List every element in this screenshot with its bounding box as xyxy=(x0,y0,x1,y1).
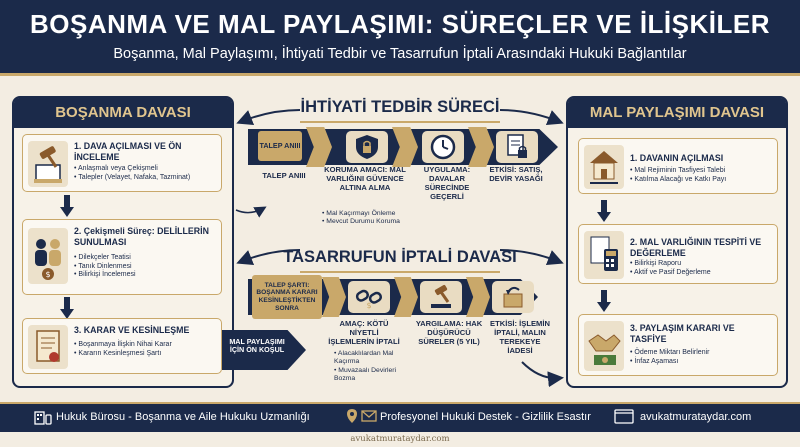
interim-request-cap: TALEP ANIII xyxy=(258,131,302,161)
annulment-purpose-list: Alacaklılardan Mal Kaçırma Muvazaalı Dev… xyxy=(334,350,410,384)
list-item: Bilirkişi Raporu xyxy=(630,260,773,269)
list-item: Mevcut Durumu Koruma xyxy=(322,218,422,226)
list-item: Katılma Alacağı ve Katkı Payı xyxy=(630,176,773,185)
list-item: Anlaşmalı veya Çekişmeli xyxy=(74,165,217,174)
divorce-step-1-list: Anlaşmalı veya Çekişmeli Talepler (Velay… xyxy=(74,165,217,182)
list-item: Tanık Dinlenmesi xyxy=(74,263,217,272)
document-lock-icon xyxy=(496,131,538,163)
watermark-text: avukatmurataydar.com xyxy=(350,434,450,444)
annulment-stage-purpose: AMAÇ: KÖTÜ NİYETLİ İŞLEMLERİN İPTALİ xyxy=(328,319,400,346)
annulment-request-cap: TALEP ŞARTI: BOŞANMA KARARI KESİNLEŞTİKT… xyxy=(252,275,322,319)
broken-chain-icon: $ xyxy=(348,281,390,313)
divorce-step-3-title: 3. KARAR VE KESİNLEŞME xyxy=(74,325,190,335)
page-subtitle: Boşanma, Mal Paylaşımı, İhtiyati Tedbir … xyxy=(113,46,687,62)
divider xyxy=(300,271,500,273)
property-step-1-title: 1. DAVANIN AÇILMASI xyxy=(630,153,724,163)
footer-office-text: Hukuk Bürosu - Boşanma ve Aile Hukuku Uz… xyxy=(56,411,310,423)
list-item: Aktif ve Pasif Değerleme xyxy=(630,269,773,278)
property-step-1-list: Mal Rejiminin Tasfiyesi Talebi Katılma A… xyxy=(630,167,773,184)
svg-text:$: $ xyxy=(366,301,371,310)
property-step-2-list: Bilirkişi Raporu Aktif ve Pasif Değerlem… xyxy=(630,260,773,277)
list-item: Boşanmaya İlişkin Nihai Karar xyxy=(74,341,217,350)
header-banner xyxy=(0,0,800,76)
down-arrow-icon xyxy=(60,195,74,217)
annulment-stage-effect: ETKİSİ: İŞLEMİN İPTALİ, MALIN TEREKEYE İ… xyxy=(490,319,550,355)
divorce-step-1-title: 1. DAVA AÇILMASI VE ÖN İNCELEME xyxy=(74,141,182,162)
annulment-case-title: TASARRUFUN İPTALİ DAVASI xyxy=(283,248,517,266)
property-step-3-list: Ödeme Miktarı Belirlenir İnfaz Aşaması xyxy=(630,349,773,366)
interim-stage-request: TALEP ANIII xyxy=(262,171,306,180)
decree-scroll-icon xyxy=(28,325,68,369)
page-title: BOŞANMA VE MAL PAYLAŞIMI: SÜREÇLER VE İL… xyxy=(29,9,770,39)
interim-stage-effect: ETKİSİ: SATIŞ, DEVİR YASAĞI xyxy=(489,165,543,183)
divorce-step-2: $ 2. Çekişmeli Süreç: DELİLLERİN SUNULMA… xyxy=(22,219,222,295)
house-scale-icon xyxy=(584,145,624,189)
property-step-2-title: 2. MAL VARLIĞININ TESPİTİ VE DEĞERLEME xyxy=(630,237,762,258)
divorce-case-title: BOŞANMA DAVASI xyxy=(14,98,232,128)
property-step-3-title: 3. PAYLAŞIM KARARI VE TASFİYE xyxy=(630,323,735,344)
property-division-title: MAL PAYLAŞIMI DAVASI xyxy=(568,98,786,128)
return-box-icon xyxy=(492,281,534,313)
svg-text:$: $ xyxy=(45,270,50,279)
interim-stage-purpose: KORUMA AMACI: MAL VARLIĞINI GÜVENCE ALTI… xyxy=(324,165,406,192)
down-arrow-icon xyxy=(60,297,74,319)
list-item: Talepler (Velayet, Nafaka, Tazminat) xyxy=(74,174,217,183)
divider xyxy=(300,121,500,123)
list-item: Alacaklılardan Mal Kaçırma xyxy=(334,350,410,367)
annulment-stage-trial: YARGILAMA: HAK DÜŞÜRÜCÜ SÜRELER (5 YIL) xyxy=(415,319,483,346)
list-item: Muvazaalı Devirleri Bozma xyxy=(334,367,410,384)
footer-website-link[interactable]: avukatmurataydar.com xyxy=(640,411,752,423)
list-item: İnfaz Aşaması xyxy=(630,358,773,367)
shield-lock-icon xyxy=(346,131,388,163)
footer-bar xyxy=(0,402,800,432)
list-item: Mal Kaçırmayı Önleme xyxy=(322,210,422,218)
precondition-arrow xyxy=(222,330,306,370)
list-item: Kararın Kesinleşmesi Şartı xyxy=(74,350,217,359)
divorce-step-3: 3. KARAR VE KESİNLEŞME Boşanmaya İlişkin… xyxy=(22,318,222,374)
list-item: Bilirkişi İncelemesi xyxy=(74,271,217,280)
handshake-money-icon xyxy=(584,321,624,371)
interim-measure-title: İHTİYATİ TEDBİR SÜRECİ xyxy=(300,98,500,116)
couple-money-icon: $ xyxy=(28,228,68,284)
property-step-2: 2. MAL VARLIĞININ TESPİTİ VE DEĞERLEME B… xyxy=(578,224,778,284)
footer-support-text: Profesyonel Hukuki Destek - Gizlilik Esa… xyxy=(380,411,591,423)
clock-icon xyxy=(422,131,464,163)
property-step-3: 3. PAYLAŞIM KARARI VE TASFİYE Ödeme Mikt… xyxy=(578,314,778,376)
divorce-step-1: 1. DAVA AÇILMASI VE ÖN İNCELEME Anlaşmal… xyxy=(22,134,222,192)
gavel-icon xyxy=(28,141,68,187)
down-arrow-icon xyxy=(597,200,611,222)
list-item: Ödeme Miktarı Belirlenir xyxy=(630,349,773,358)
interim-purpose-list: Mal Kaçırmayı Önleme Mevcut Durumu Korum… xyxy=(322,210,422,227)
precondition-label: MAL PAYLAŞIMI İÇİN ÖN KOŞUL xyxy=(229,337,285,355)
list-item: Dilekçeler Teatisi xyxy=(74,254,217,263)
phone-building-icon xyxy=(34,409,52,425)
location-mail-icon xyxy=(346,408,378,424)
website-icon xyxy=(614,409,634,424)
interim-stage-application: UYGULAMA: DAVALAR SÜRECİNDE GEÇERLİ xyxy=(423,165,471,201)
list-item: Mal Rejiminin Tasfiyesi Talebi xyxy=(630,167,773,176)
gavel-icon xyxy=(420,281,462,313)
calculator-icon xyxy=(584,231,624,279)
divorce-step-2-list: Dilekçeler Teatisi Tanık Dinlenmesi Bili… xyxy=(74,254,217,280)
down-arrow-icon xyxy=(597,290,611,312)
divorce-step-3-list: Boşanmaya İlişkin Nihai Karar Kararın Ke… xyxy=(74,341,217,358)
divorce-step-2-title: 2. Çekişmeli Süreç: DELİLLERİN SUNULMASI xyxy=(74,226,209,247)
connector-arrows xyxy=(235,109,564,388)
property-step-1: 1. DAVANIN AÇILMASI Mal Rejiminin Tasfiy… xyxy=(578,138,778,194)
